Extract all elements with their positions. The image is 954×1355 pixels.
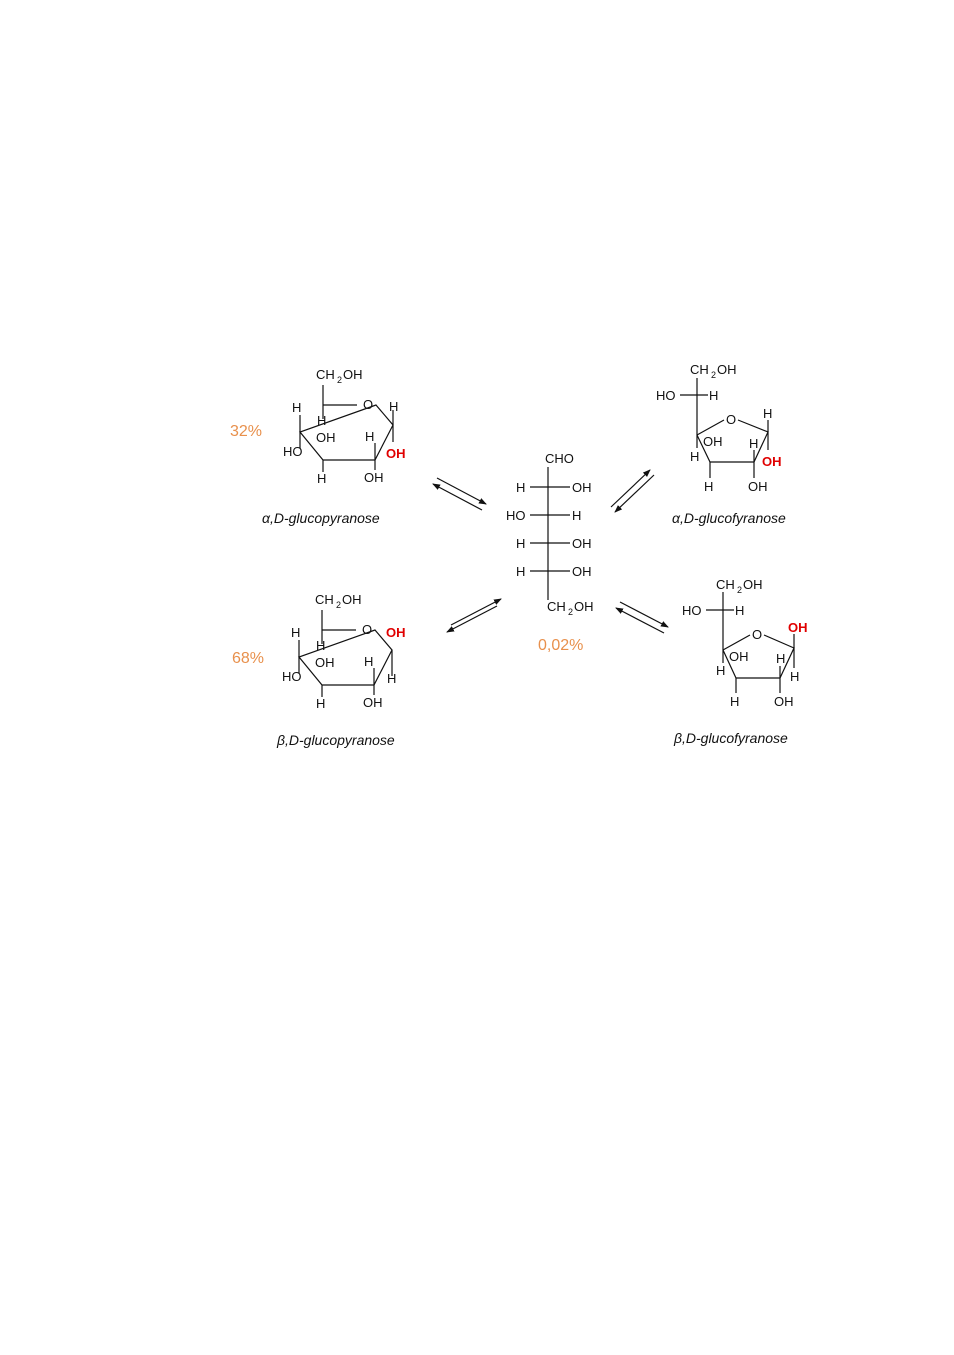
label-h: H [776, 651, 785, 666]
side-chain-bonds [680, 378, 708, 435]
label-sub-2: 2 [337, 375, 342, 385]
label-h: H [316, 696, 325, 711]
label-oh: OH [342, 592, 362, 607]
beta-glucofuranose-structure: CH 2 OH HO H O OH OH H H H H OH [682, 577, 808, 709]
anomeric-oh-highlight: OH [762, 454, 782, 469]
label-oh: OH [729, 649, 749, 664]
label-oh: OH [774, 694, 794, 709]
label-h: H [292, 400, 301, 415]
label-cho: CHO [545, 451, 574, 466]
label-h: H [316, 638, 325, 653]
anomeric-oh-highlight: OH [788, 620, 808, 635]
label-h: H [317, 413, 326, 428]
equilibrium-arrow-alpha-furanose [610, 469, 655, 513]
label-ch: CH [716, 577, 735, 592]
substituent-bonds [696, 420, 769, 478]
alpha-glucopyranose-structure: CH 2 OH O H H H OH H HO OH H OH [283, 367, 406, 486]
label-h: H [690, 449, 699, 464]
label-h: H [730, 694, 739, 709]
beta-pyranose-percentage: 68% [232, 650, 264, 667]
label-oh: OH [572, 564, 592, 579]
label-ring-o: O [752, 627, 762, 642]
label-h: H [790, 669, 799, 684]
pyranose-ring [298, 404, 394, 461]
beta-pyranose-name: β,D-glucopyranose [276, 732, 395, 748]
open-chain-percentage: 0,02% [538, 637, 583, 654]
label-h: H [735, 603, 744, 618]
label-oh: OH [315, 655, 335, 670]
beta-furanose-name: β,D-glucofyranose [673, 730, 788, 746]
equilibrium-arrow-beta-furanose [615, 601, 669, 634]
label-ho: HO [656, 388, 676, 403]
label-ho: HO [283, 444, 303, 459]
label-h: H [704, 479, 713, 494]
equilibrium-arrow-alpha-pyranose [432, 477, 487, 511]
label-oh: OH [743, 577, 763, 592]
side-chain-bonds [706, 592, 734, 650]
anomeric-oh-highlight: OH [386, 446, 406, 461]
label-oh: OH [572, 536, 592, 551]
label-ch: CH [315, 592, 334, 607]
label-sub-2: 2 [711, 370, 716, 380]
label-h: H [387, 671, 396, 686]
open-chain-structure: CHO H OH HO H H OH H OH CH 2 OH [506, 451, 594, 617]
label-h: H [317, 471, 326, 486]
equilibrium-arrow-beta-pyranose [446, 598, 502, 633]
beta-glucopyranose-structure: CH 2 OH O OH H H OH H HO H H OH [282, 592, 406, 711]
label-ho: HO [282, 669, 302, 684]
label-oh: OH [717, 362, 737, 377]
label-oh: OH [748, 479, 768, 494]
label-ring-o: O [362, 622, 372, 637]
label-oh: OH [316, 430, 336, 445]
alpha-pyranose-percentage: 32% [230, 423, 262, 440]
label-sub-2: 2 [737, 585, 742, 595]
label-oh: OH [363, 695, 383, 710]
label-h: H [516, 480, 525, 495]
label-h: H [749, 436, 758, 451]
label-oh: OH [364, 470, 384, 485]
label-h: H [763, 406, 772, 421]
fischer-crossbars [530, 486, 570, 572]
label-oh: OH [574, 599, 594, 614]
pyranose-ring [297, 629, 393, 686]
label-h: H [365, 429, 374, 444]
label-h: H [516, 536, 525, 551]
label-ring-o: O [363, 397, 373, 412]
label-h: H [716, 663, 725, 678]
label-h: H [364, 654, 373, 669]
alpha-pyranose-name: α,D-glucopyranose [262, 510, 380, 526]
label-ch: CH [547, 599, 566, 614]
alpha-furanose-name: α,D-glucofyranose [672, 510, 786, 526]
label-oh: OH [703, 434, 723, 449]
label-oh: OH [572, 480, 592, 495]
label-sub-2: 2 [336, 600, 341, 610]
label-h: H [389, 399, 398, 414]
substituent-bonds [722, 634, 795, 693]
alpha-glucofuranose-structure: CH 2 OH HO H O H OH H H OH H OH [656, 362, 782, 494]
label-ring-o: O [726, 412, 736, 427]
label-ho: HO [682, 603, 702, 618]
label-h: H [516, 564, 525, 579]
anomeric-oh-highlight: OH [386, 625, 406, 640]
label-ho: HO [506, 508, 526, 523]
label-h: H [291, 625, 300, 640]
label-h: H [572, 508, 581, 523]
label-oh: OH [343, 367, 363, 382]
label-ch: CH [690, 362, 709, 377]
label-h: H [709, 388, 718, 403]
label-ch: CH [316, 367, 335, 382]
label-sub-2: 2 [568, 607, 573, 617]
